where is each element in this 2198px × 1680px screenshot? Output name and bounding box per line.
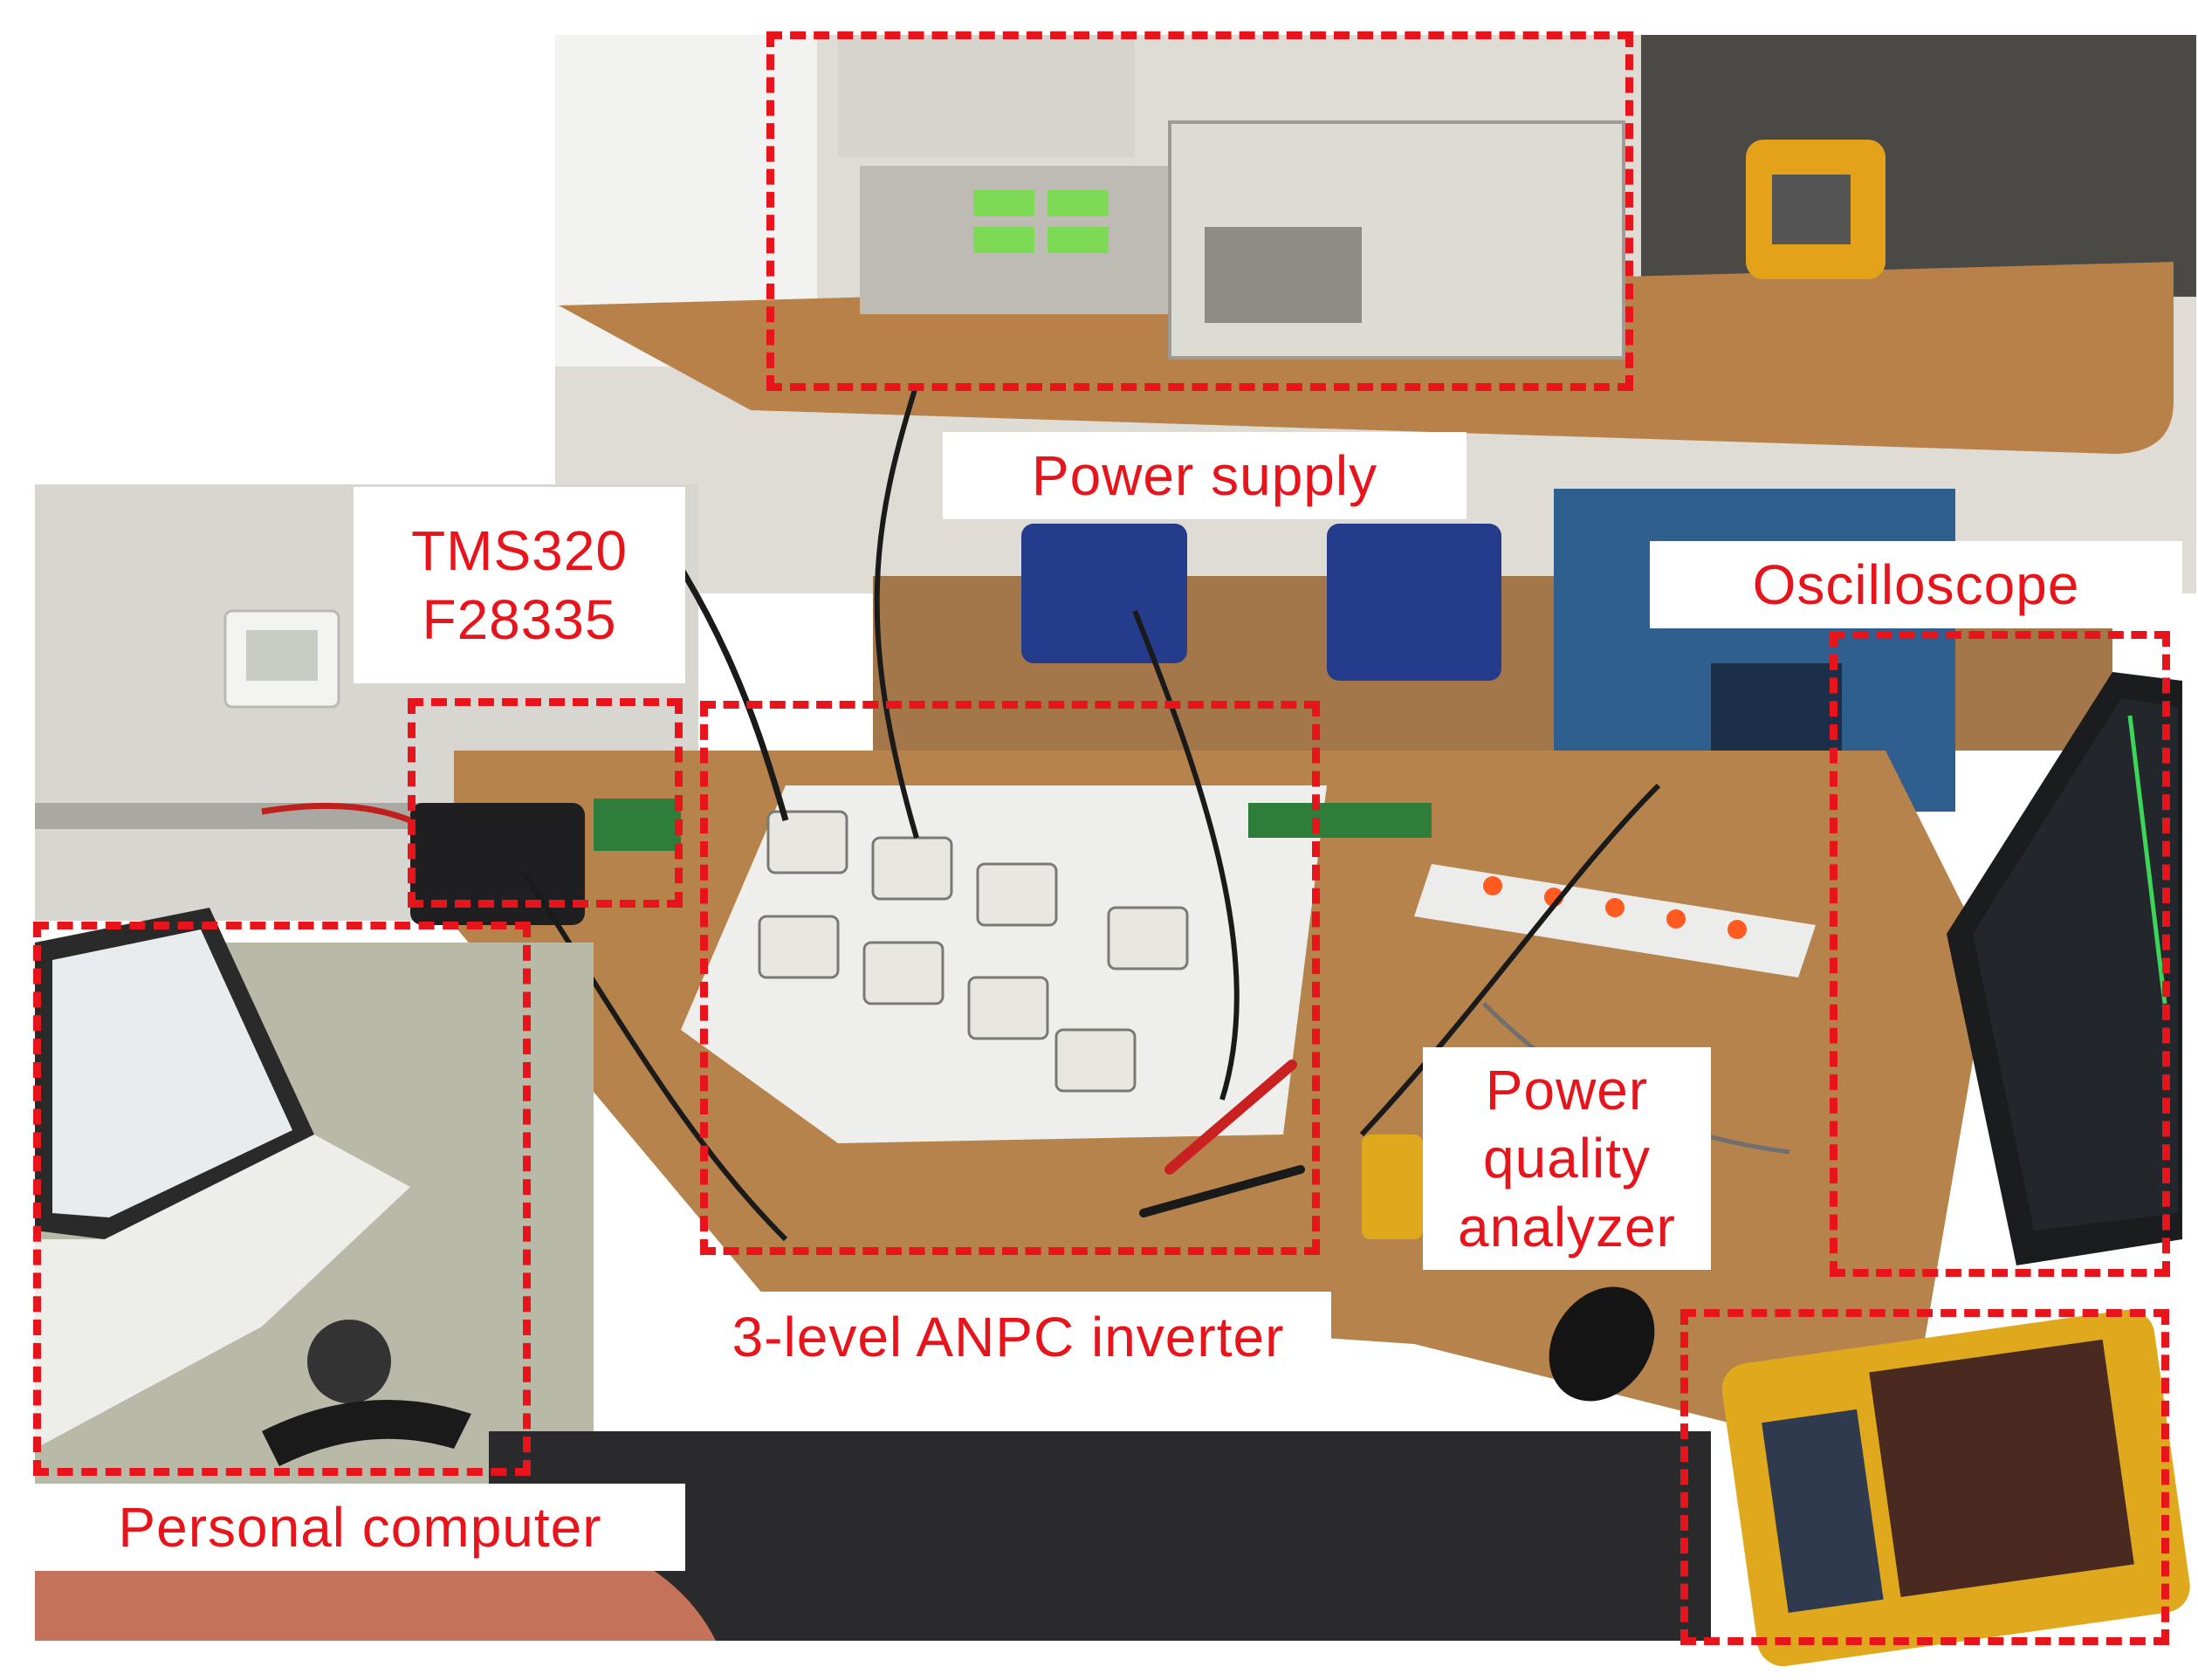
cable-3 (1132, 609, 1240, 1101)
handheld-scope-top-screen (1772, 175, 1851, 244)
cable-4 (1359, 783, 1661, 1137)
bench-supply-top (838, 35, 1135, 157)
blue-soldering-station-2 (1327, 524, 1501, 681)
oscilloscope-label-text: Oscilloscope (1752, 552, 2080, 616)
supply-display-4 (1047, 227, 1109, 253)
dsp-label-line2: F28335 (422, 587, 617, 651)
dark-shelf-right (1641, 35, 2196, 297)
power-strip (1414, 864, 1816, 977)
analyzer-label-line2: quality (1483, 1127, 1651, 1190)
strip-switch-4 (1666, 909, 1686, 929)
strip-switch-3 (1605, 898, 1624, 917)
dsp-label: TMS320 F28335 (354, 487, 685, 683)
inverter-label: 3-level ANPC inverter (685, 1292, 1331, 1383)
inverter-label-text: 3-level ANPC inverter (732, 1306, 1285, 1369)
oscilloscope-label: Oscilloscope (1650, 541, 2182, 628)
module-8 (1054, 1028, 1137, 1093)
module-6 (862, 941, 944, 1005)
thermostat-screen (246, 630, 318, 681)
power-supply-label-text: Power supply (1031, 443, 1378, 507)
pcb-gate-driver (594, 799, 681, 851)
module-1 (766, 810, 848, 874)
power-supply-label: Power supply (943, 432, 1466, 519)
cable-5 (521, 871, 788, 1242)
cabinet-knob (307, 1320, 391, 1403)
laptop-keyboard (35, 1135, 410, 1449)
supply-display-1 (973, 190, 1034, 216)
computer-label: Personal computer (35, 1484, 685, 1571)
oscilloscope-highlight-box (1830, 631, 2170, 1277)
cable-red (261, 802, 412, 824)
cable-2 (874, 383, 919, 839)
inverter-highlight-box (700, 701, 1320, 1255)
chair-armrest (262, 1400, 471, 1466)
blue-soldering-station-1 (1021, 524, 1187, 663)
dsp-highlight-box (408, 698, 683, 908)
strip-switch-1 (1483, 876, 1502, 895)
analyzer-screen (1869, 1339, 2134, 1597)
dsp-label-line1: TMS320 (411, 519, 628, 583)
small-meter (1362, 1135, 1423, 1239)
analyzer-highlight-box (1680, 1309, 2169, 1645)
supply-display-3 (973, 227, 1034, 253)
power-supply-highlight-box (766, 31, 1633, 391)
computer-label-text: Personal computer (118, 1495, 602, 1559)
pcb-strip (1248, 803, 1432, 838)
analyzer-label-line3: analyzer (1458, 1195, 1676, 1258)
screwdriver-2 (1139, 1165, 1305, 1217)
module-2 (871, 836, 953, 901)
white-paper-mat (681, 785, 1327, 1143)
analyzer-label: Power quality analyzer (1423, 1047, 1711, 1270)
screwdriver-1 (1164, 1059, 1297, 1175)
computer-mouse (1549, 1286, 1655, 1402)
module-3 (976, 862, 1058, 927)
analyzer-keypad (1762, 1409, 1884, 1614)
module-4 (1107, 906, 1189, 970)
analyzer-label-line1: Power (1485, 1059, 1649, 1122)
right-monitor-screen (1973, 698, 2178, 1231)
strip-switch-5 (1727, 920, 1747, 939)
monitor-trace (2127, 715, 2167, 1005)
laptop-display (52, 929, 292, 1217)
module-5 (758, 915, 840, 979)
load-vent (1205, 227, 1362, 323)
module-7 (967, 976, 1049, 1040)
computer-highlight-box (33, 922, 531, 1476)
supply-display-2 (1047, 190, 1109, 216)
